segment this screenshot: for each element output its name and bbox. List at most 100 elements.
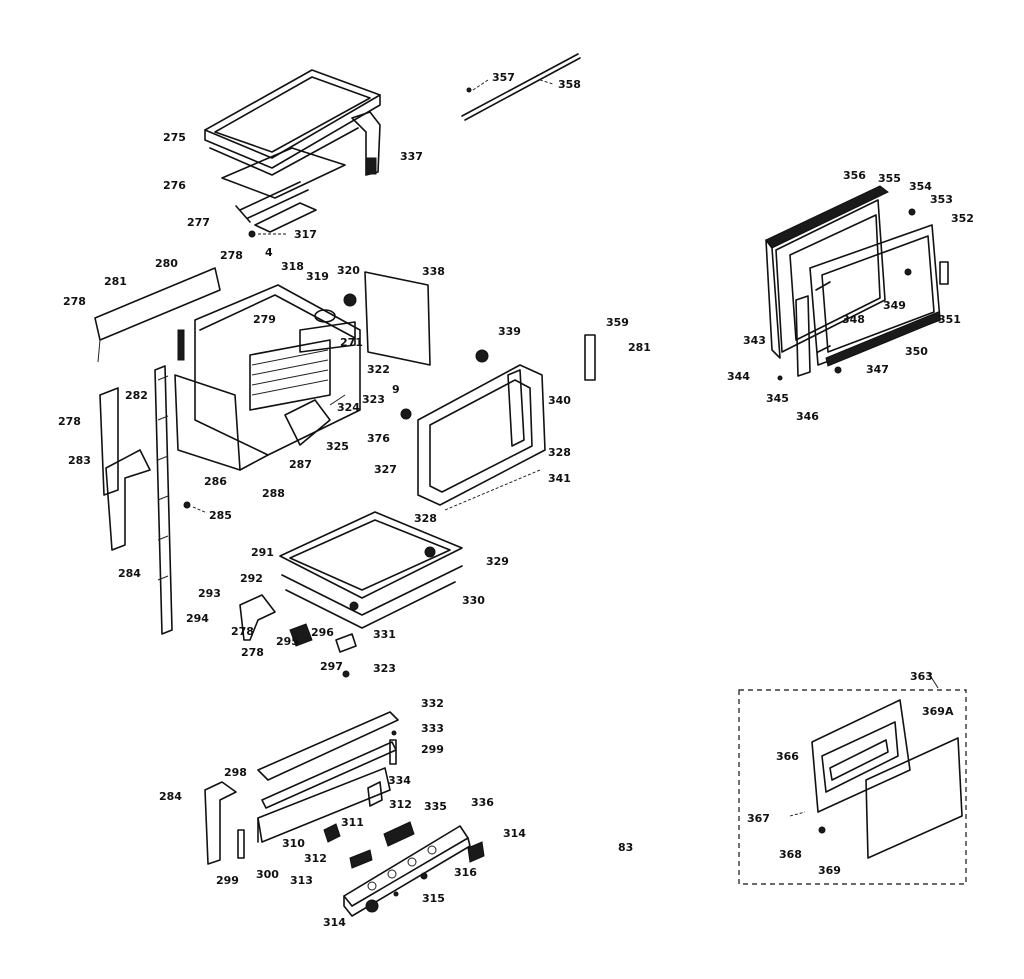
bracket-293 [239,594,276,641]
kit-363 [738,671,967,885]
callout-369A: 369A [922,705,954,718]
callout-355: 355 [878,172,901,185]
callout-332: 332 [421,697,444,710]
screw-344 [777,375,783,381]
callout-312-b: 312 [304,852,327,865]
hinge-282 [177,329,185,361]
knob-314-upper [467,841,485,863]
rail-ticks [157,375,169,581]
pan-291-inner [289,519,451,591]
valve-310 [323,823,341,843]
cavity-racks [251,349,329,396]
hinge-345 [795,295,811,377]
oven-liner-top [199,294,356,339]
callout-313: 313 [290,874,313,887]
oven-body [94,267,489,471]
callout-83: 83 [618,841,633,854]
side-bracket-337 [351,111,381,176]
callout-345: 345 [766,392,789,405]
callout-300: 300 [256,868,279,881]
callout-281-b: 281 [628,341,651,354]
door-glass-inner [789,214,881,341]
panel-top-332 [257,711,399,781]
manifold-336-b [343,837,471,917]
screw-368 [818,826,826,834]
side-panel-280 [94,267,221,341]
callout-325: 325 [326,440,349,453]
callout-323-b: 323 [373,662,396,675]
callout-281-a: 281 [104,275,127,288]
callout-328-a: 328 [548,446,571,459]
clip-351 [939,261,949,285]
cooktop-frame-275 [204,69,381,159]
screw-297 [342,670,350,678]
callout-299-a: 299 [421,743,444,756]
ring-279 [314,309,336,323]
callout-4: 4 [265,246,273,259]
callout-271: 271 [340,336,363,349]
callout-358: 358 [558,78,581,91]
valve-port-3 [407,857,417,867]
spacer-299-upper [389,739,397,765]
valve-port-4 [427,845,437,855]
callout-315: 315 [422,892,445,905]
callout-310: 310 [282,837,305,850]
knob-320 [343,293,357,307]
callout-319: 319 [306,270,329,283]
screw-317 [248,230,256,238]
callout-335: 335 [424,800,447,813]
callout-369: 369 [818,864,841,877]
callout-336: 336 [471,796,494,809]
rail-assembly [99,365,208,635]
part-335 [383,821,415,847]
callout-292: 292 [240,572,263,585]
callout-312-a: 312 [389,798,412,811]
screw-347 [834,366,842,374]
knob-329 [424,546,436,558]
door-hinge-340 [507,369,525,447]
callout-284-a: 284 [118,567,141,580]
drawer-assembly [239,511,463,678]
bracket-325 [284,399,331,446]
door-inner-369 [865,737,963,859]
callout-354: 354 [909,180,932,193]
callout-346: 346 [796,410,819,423]
front-panel-bottom [239,454,269,471]
callout-351: 351 [938,313,961,326]
door-outer-369A [811,699,911,813]
screw-315 [393,891,399,897]
rod-358 [461,53,579,117]
callout-341: 341 [548,472,571,485]
rod-assembly [461,53,581,121]
callout-275: 275 [163,131,186,144]
kit-outline [738,689,967,885]
pan-292-b [285,581,456,629]
rail-294 [154,365,173,635]
callout-316: 316 [454,866,477,879]
callout-356: 356 [843,169,866,182]
callout-298: 298 [224,766,247,779]
element-277 [235,181,309,223]
hinge-plate-283 [99,387,119,496]
block-295 [289,623,313,647]
callout-331: 331 [373,628,396,641]
callout-286: 286 [204,475,227,488]
callout-282: 282 [125,389,148,402]
callout-294: 294 [186,612,209,625]
control-panel-assembly [204,711,485,917]
oven-cavity [249,339,331,411]
callout-296: 296 [311,626,334,639]
callout-314-b: 314 [323,916,346,929]
callout-291: 291 [251,546,274,559]
door-seal-350 [825,311,941,367]
callout-347: 347 [866,363,889,376]
callout-9: 9 [392,383,400,396]
callout-323-a: 323 [362,393,385,406]
callout-327: 327 [374,463,397,476]
callout-278-b: 278 [63,295,86,308]
callout-359: 359 [606,316,629,329]
gasket-356-side [765,239,781,359]
callout-330: 330 [462,594,485,607]
knob-pan [349,601,359,611]
